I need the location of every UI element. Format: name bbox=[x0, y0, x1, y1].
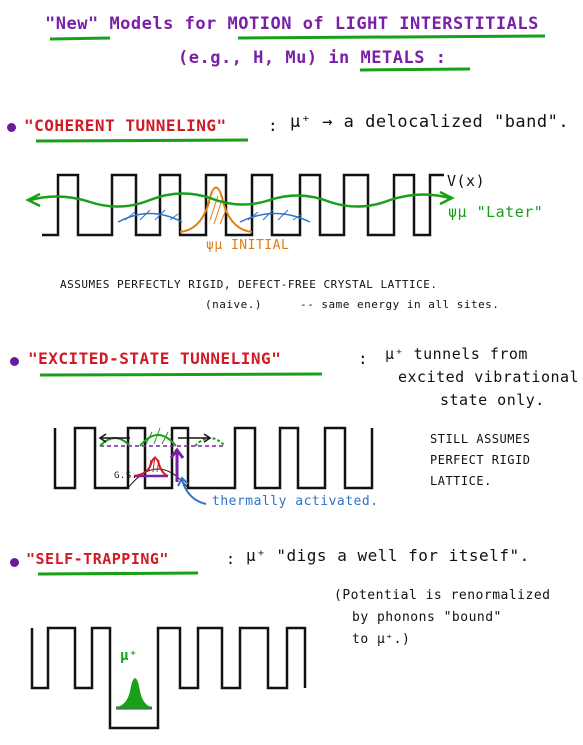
section2-diagram bbox=[53, 426, 374, 505]
self-trapped-wavefunction bbox=[115, 678, 153, 709]
title-new: "New" bbox=[45, 14, 99, 34]
psi-initial-curve bbox=[179, 186, 253, 233]
section1-title: "COHERENT TUNNELING" bbox=[24, 116, 227, 135]
section3-title: "SELF-TRAPPING" bbox=[26, 550, 169, 568]
title-metals: METALS bbox=[360, 48, 425, 68]
title-in: in bbox=[328, 48, 350, 68]
section2-note-3: LATTICE. bbox=[430, 474, 492, 488]
lattice-potential-3 bbox=[30, 626, 307, 730]
label-thermally-activated: thermally activated. bbox=[212, 494, 379, 509]
section3-note-3: to μ⁺.) bbox=[352, 632, 411, 647]
section3-diagram bbox=[30, 626, 307, 730]
section3-desc: μ⁺ "digs a well for itself". bbox=[246, 546, 530, 565]
section2-desc-1: μ⁺ tunnels from bbox=[385, 345, 528, 363]
section3-note-1: (Potential is renormalized bbox=[334, 588, 551, 603]
bullet-2 bbox=[10, 357, 19, 366]
section1-note-1: ASSUMES PERFECTLY RIGID, DEFECT-FREE CRY… bbox=[60, 278, 438, 291]
section1-diagram bbox=[25, 173, 455, 237]
title-underlines bbox=[49, 34, 546, 72]
title-eg: (e.g., H, Mu) bbox=[178, 48, 318, 68]
section2-desc-2: excited vibrational bbox=[398, 368, 580, 386]
section1-colon: : bbox=[268, 116, 279, 135]
bullet-1 bbox=[7, 123, 16, 132]
section3-colon: : bbox=[226, 550, 236, 568]
section2-note-1: STILL ASSUMES bbox=[430, 432, 531, 446]
section3-note-2: by phonons "bound" bbox=[352, 610, 502, 625]
psi-later-wave bbox=[29, 192, 451, 208]
title-models-for: Models for bbox=[109, 14, 217, 34]
section2-desc-3: state only. bbox=[440, 391, 545, 409]
section2-note-2: PERFECT RIGID bbox=[430, 453, 531, 467]
title-line-2: (e.g., H, Mu) in METALS : bbox=[178, 48, 446, 68]
label-psi-initial: ψμ INITIAL bbox=[206, 238, 290, 253]
label-v-of-x: V(x) bbox=[447, 172, 486, 190]
label-mu-trapped: μ⁺ bbox=[120, 648, 138, 664]
section3-underline bbox=[37, 571, 199, 576]
section2-underline bbox=[39, 372, 323, 377]
label-psi-later: ψμ "Later" bbox=[448, 203, 544, 221]
section2-colon: : bbox=[358, 349, 369, 368]
section1-underline bbox=[35, 138, 249, 143]
section1-desc: μ⁺ → a delocalized "band". bbox=[290, 112, 570, 132]
section1-note-2b: -- same energy in all sites. bbox=[300, 298, 500, 311]
bullet-3 bbox=[10, 558, 19, 567]
section1-note-2a: (naive.) bbox=[205, 298, 262, 311]
lattice-potential-2 bbox=[53, 426, 374, 490]
section2-title: "EXCITED-STATE TUNNELING" bbox=[28, 349, 282, 368]
label-ground-state: G.S. bbox=[114, 471, 138, 481]
title-line-1: "New" Models for MOTION of LIGHT INTERST… bbox=[45, 14, 539, 34]
title-motion: MOTION of LIGHT INTERSTITIALS bbox=[227, 14, 539, 34]
title-colon: : bbox=[435, 48, 447, 68]
